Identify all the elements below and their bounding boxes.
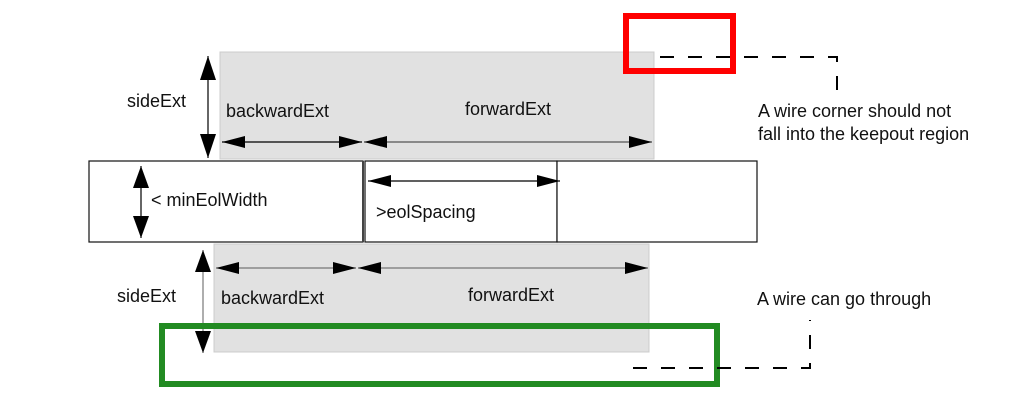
top-forward-ext-dimension [364,136,652,148]
eol-spacing-label: >eolSpacing [376,202,476,222]
min-eol-width-label: < minEolWidth [151,190,268,210]
top-keepout-region [219,51,655,160]
top-side-ext-dimension [200,56,216,158]
top-forward-ext-label: forwardExt [465,99,551,119]
allowed-wire-box [159,323,720,387]
eol-spacing-dimension [368,175,560,187]
top-backward-ext-label: backwardExt [226,101,329,121]
bottom-forward-ext-label: forwardExt [468,285,554,305]
top-backward-ext-dimension [222,136,362,148]
violation-annotation-line1: A wire corner should not [758,101,951,121]
bottom-keepout-region [213,243,650,353]
neighbor-wire-shape [556,160,758,243]
min-eol-width-dimension [133,166,149,238]
violation-wire-box [623,13,736,74]
bottom-forward-ext-dimension [358,262,648,274]
spacing-gap-box [364,160,558,243]
allowed-annotation: A wire can go through [757,289,931,309]
allowed-leader-line [633,320,811,369]
violation-annotation-line2: fall into the keepout region [758,124,969,144]
eol-wire-shape [88,160,364,243]
bottom-backward-ext-label: backwardExt [221,288,324,308]
bottom-side-ext-dimension [195,250,211,353]
bottom-side-ext-label: sideExt [117,286,176,306]
violation-leader-line [660,56,838,96]
top-side-ext-label: sideExt [127,91,186,111]
bottom-backward-ext-dimension [216,262,356,274]
